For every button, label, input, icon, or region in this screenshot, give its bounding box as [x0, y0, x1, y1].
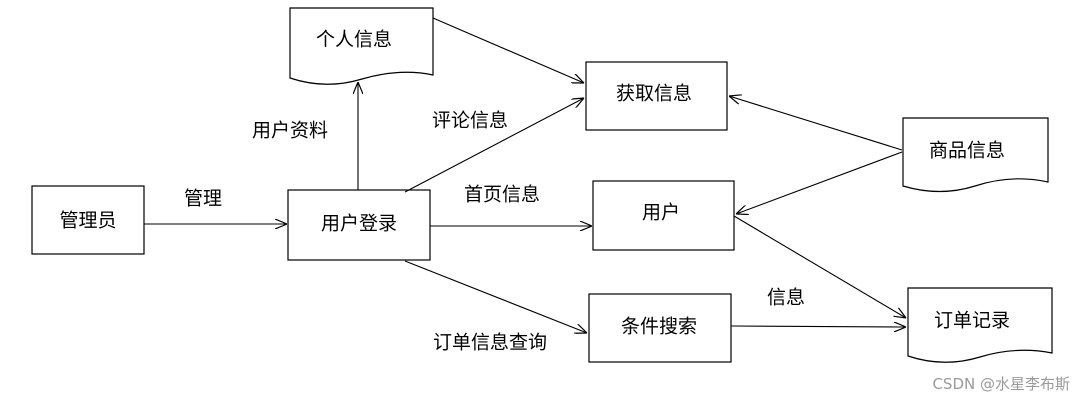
node-label-order-record: 订单记录	[934, 310, 1010, 332]
arrow-product-to-user	[736, 151, 903, 214]
arrow-login-to-search	[404, 260, 587, 333]
box-user-login	[287, 189, 431, 261]
box-get-info	[585, 61, 728, 131]
edge-label-homepage-info: 首页信息	[464, 184, 540, 206]
node-label-conditional-search: 条件搜索	[621, 316, 697, 338]
arrow-user-to-order-record	[733, 215, 906, 318]
doc-product-info	[902, 117, 1049, 193]
edge-label-user-profile: 用户资料	[252, 120, 328, 142]
node-label-get-info: 获取信息	[616, 83, 692, 105]
box-conditional-search	[588, 293, 732, 363]
node-label-personal-info: 个人信息	[316, 29, 392, 51]
node-label-admin: 管理员	[59, 210, 116, 232]
arrow-personal-info-to-get-info	[432, 17, 584, 83]
edge-label-order-info-query: 订单信息查询	[433, 332, 547, 354]
edge-label-info: 信息	[767, 287, 805, 309]
box-user	[592, 180, 735, 251]
box-admin	[31, 185, 145, 255]
node-label-product-info: 商品信息	[929, 140, 1005, 162]
edge-label-comment-info: 评论信息	[432, 110, 508, 132]
node-label-user-login: 用户登录	[321, 213, 397, 235]
doc-order-record	[907, 287, 1053, 363]
arrow-login-to-get-info	[404, 98, 584, 193]
watermark: CSDN @水星李布斯	[932, 375, 1070, 393]
doc-personal-info	[289, 7, 434, 85]
edge-label-manage: 管理	[184, 188, 222, 210]
arrow-search-to-order-record	[730, 326, 906, 327]
node-label-user: 用户	[642, 202, 680, 224]
arrow-product-to-get-info	[729, 96, 903, 151]
